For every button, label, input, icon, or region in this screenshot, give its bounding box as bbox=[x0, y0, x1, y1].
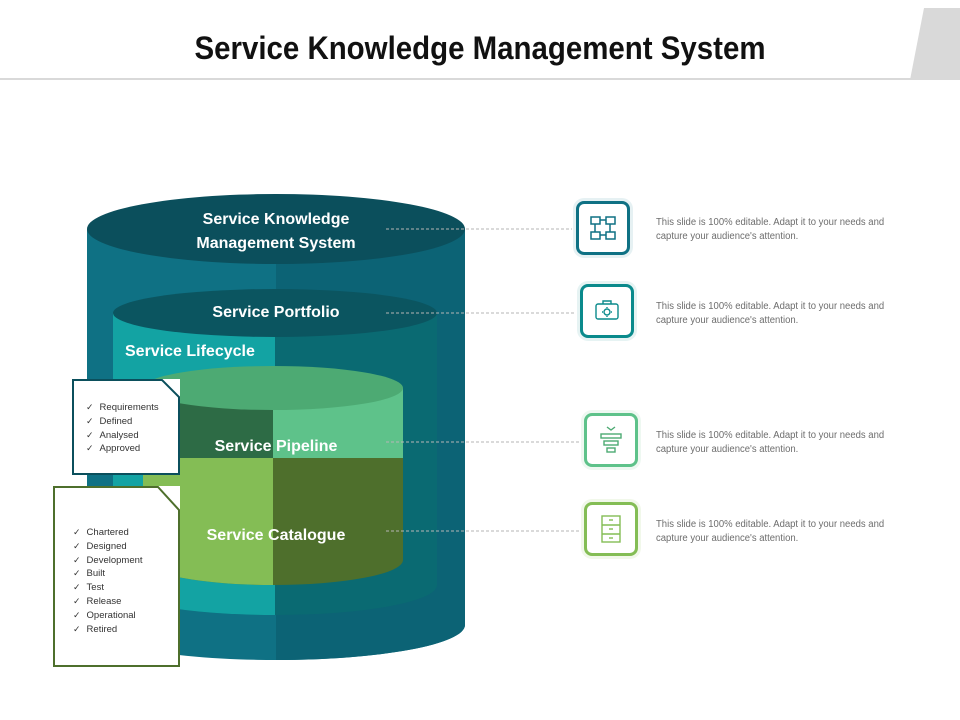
page-title: Service Knowledge Management System bbox=[194, 30, 766, 66]
checklist-item: Built bbox=[73, 567, 143, 581]
checklist-item: Analysed bbox=[86, 429, 159, 443]
portfolio-top bbox=[113, 289, 437, 337]
checklist-item: Release bbox=[73, 595, 143, 609]
pipeline-top bbox=[143, 366, 403, 410]
file-cabinet-icon-box bbox=[584, 502, 638, 556]
skms-top bbox=[87, 194, 465, 264]
checklist-item: Defined bbox=[86, 415, 159, 429]
checklist-item: Requirements bbox=[86, 401, 159, 415]
checklist-item: Chartered bbox=[73, 526, 143, 540]
checklist-item: Retired bbox=[73, 623, 143, 637]
checklist-item: Approved bbox=[86, 442, 159, 456]
checklist-item: Operational bbox=[73, 609, 143, 623]
lifecycle-label: Service Lifecycle bbox=[125, 343, 255, 360]
briefcase-gear-icon-box bbox=[580, 284, 634, 338]
item-description: This slide is 100% editable. Adapt it to… bbox=[656, 430, 885, 455]
item-description: This slide is 100% editable. Adapt it to… bbox=[656, 217, 885, 242]
briefcase-gear-icon bbox=[595, 300, 619, 320]
portfolio-label: Service Portfolio bbox=[212, 304, 339, 321]
checklist-item: Development bbox=[73, 554, 143, 568]
catalogue-checklist-note: Chartered Designed Development Built Tes… bbox=[53, 486, 180, 667]
network-nodes-icon bbox=[590, 216, 616, 240]
pipeline-checklist-note: Requirements Defined Analysed Approved bbox=[72, 379, 180, 475]
file-cabinet-icon bbox=[601, 515, 621, 543]
checklist-item: Designed bbox=[73, 540, 143, 554]
funnel-icon-box bbox=[584, 413, 638, 467]
item-description: This slide is 100% editable. Adapt it to… bbox=[656, 519, 885, 544]
network-nodes-icon-box bbox=[576, 201, 630, 255]
catalogue-label: Service Catalogue bbox=[207, 527, 346, 544]
pipeline-label: Service Pipeline bbox=[215, 438, 338, 455]
title-bar bbox=[0, 0, 960, 80]
corner-decoration bbox=[910, 8, 960, 80]
skms-label-line2: Management System bbox=[196, 235, 355, 252]
checklist-item: Test bbox=[73, 581, 143, 595]
funnel-icon bbox=[600, 426, 622, 453]
item-description: This slide is 100% editable. Adapt it to… bbox=[656, 301, 885, 326]
skms-label-line1: Service Knowledge bbox=[203, 211, 350, 228]
